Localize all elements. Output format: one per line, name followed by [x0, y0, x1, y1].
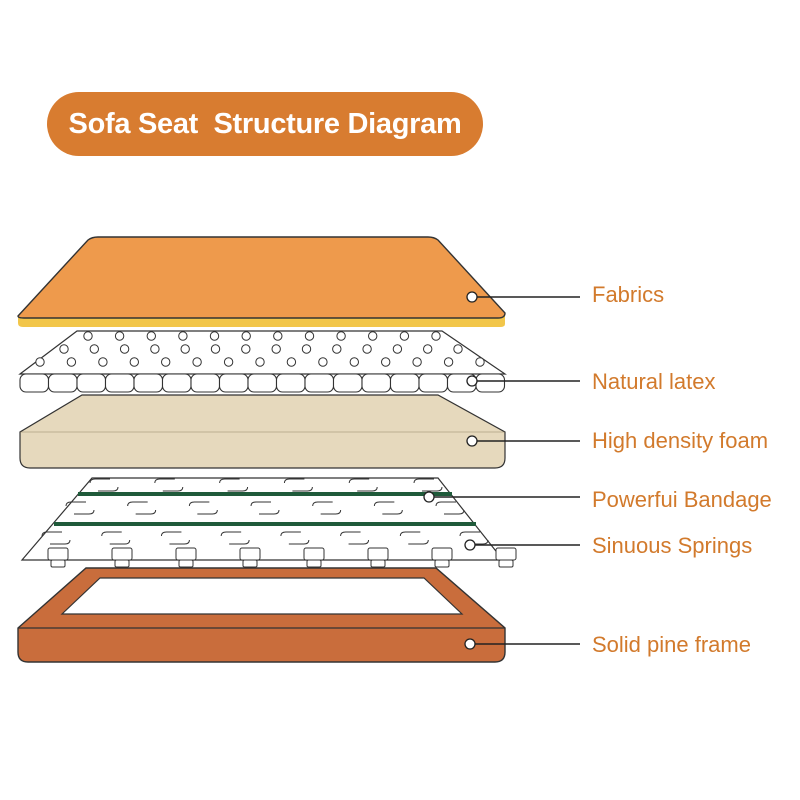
- title-banner: Sofa Seat Structure Diagram: [47, 92, 483, 156]
- label-natural-latex: Natural latex: [592, 369, 716, 394]
- diagram-title: Sofa Seat Structure Diagram: [68, 107, 462, 140]
- fabrics-layer: [17, 236, 506, 327]
- label-sinuous-springs: Sinuous Springs: [592, 533, 753, 558]
- natural-latex-layer: [18, 330, 507, 393]
- callout-lines: [423, 291, 580, 650]
- label-powerful-bandage: Powerfui Bandage: [592, 487, 772, 512]
- label-fabrics: Fabrics: [592, 282, 665, 307]
- high-density-foam-layer: [19, 394, 506, 469]
- label-high-density-foam: High density foam: [592, 428, 769, 453]
- spring-layer: [20, 477, 517, 568]
- solid-pine-frame-layer: [17, 567, 506, 663]
- label-solid-pine-frame: Solid pine frame: [592, 632, 751, 657]
